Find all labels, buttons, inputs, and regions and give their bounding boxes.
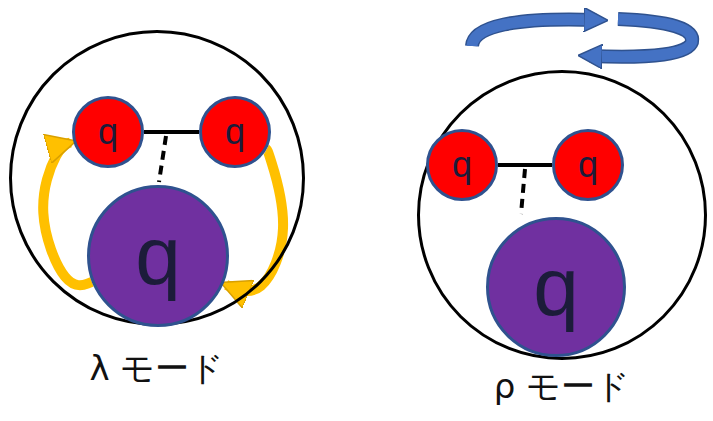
quark-fill (74, 98, 143, 167)
interaction-arrow (226, 149, 283, 291)
baryon-outline (11, 32, 304, 325)
rotation-arrow-upper (472, 20, 596, 46)
mode-label: ρ モード (417, 366, 707, 407)
quark-label: q (533, 246, 579, 328)
quark-circle: q (199, 96, 271, 168)
quark-label: q (452, 147, 472, 183)
quark-fill (201, 98, 270, 167)
quark-circle: q (426, 129, 498, 201)
bond-line (498, 163, 552, 167)
baryon-outline (419, 72, 706, 359)
baryon-circle: ρ モードqqq (417, 70, 707, 360)
quark-fill (89, 187, 228, 326)
rotation-arrow-outline (472, 20, 596, 46)
quark-circle: q (486, 217, 626, 357)
rotation-arrow-lower (590, 19, 692, 57)
quark-fill (554, 131, 623, 200)
quark-label: q (135, 215, 181, 297)
rotation-arrow (472, 19, 692, 57)
quark-label: q (98, 114, 118, 150)
quark-circle: q (552, 129, 624, 201)
mode-label: λ モード (9, 348, 305, 389)
quark-label: q (225, 114, 245, 150)
bond-line (144, 130, 199, 134)
quark-fill (428, 131, 497, 200)
rotation-arrow-outline (590, 19, 692, 57)
baryon-circle: λ モードqqq (9, 30, 305, 326)
dashed-bond (159, 136, 166, 182)
quark-fill (488, 219, 625, 356)
quark-circle: q (87, 185, 229, 327)
interaction-arrow (43, 143, 92, 286)
quark-circle: q (72, 96, 144, 168)
quark-label: q (578, 147, 598, 183)
dashed-bond (521, 169, 525, 214)
